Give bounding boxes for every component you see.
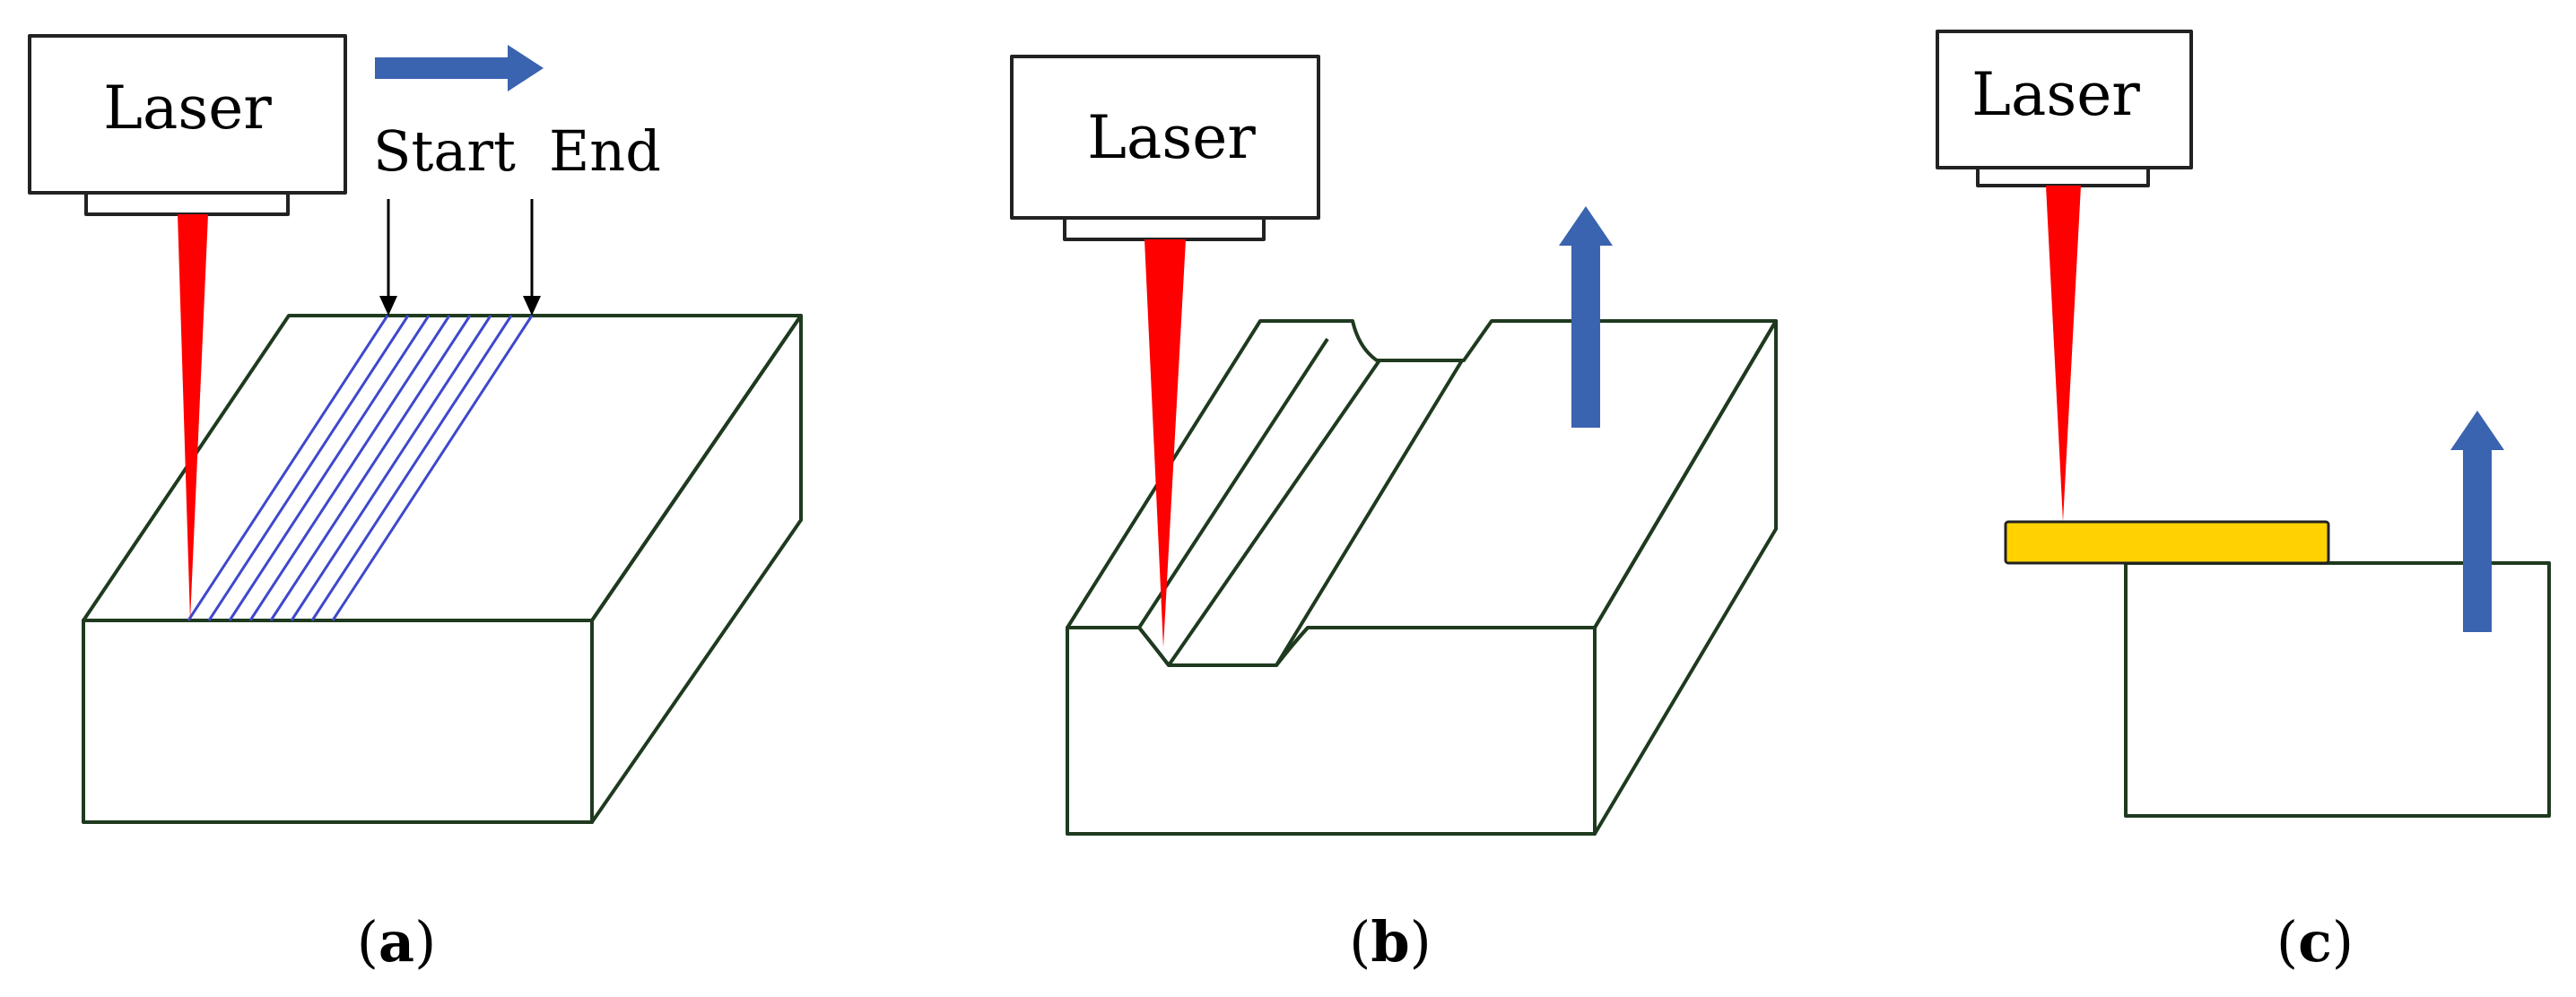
laser-beam-b xyxy=(1144,239,1186,647)
deposit-layer-c xyxy=(2004,520,2330,565)
block-front-face-a xyxy=(82,619,594,824)
laser-beam-a xyxy=(178,214,208,620)
laser-label-a: Laser xyxy=(103,74,272,143)
panel-c xyxy=(1936,30,2551,818)
laser-beam-c xyxy=(2046,186,2081,522)
blue-arrow-icon xyxy=(1559,206,1613,428)
caption-a: (a) xyxy=(357,909,437,975)
panel-b xyxy=(1010,55,1778,836)
laser-nozzle-b xyxy=(1063,216,1266,241)
caption-b: (b) xyxy=(1349,909,1432,975)
caption-c: (c) xyxy=(2276,909,2354,975)
block-front-face-b xyxy=(1066,626,1597,836)
laser-label-b: Laser xyxy=(1087,103,1256,172)
start-label: Start xyxy=(373,118,516,184)
panel-a xyxy=(28,34,803,824)
laser-head-b xyxy=(1010,55,1320,220)
scan-lines xyxy=(187,315,534,621)
laser-nozzle-a xyxy=(84,191,290,216)
end-pointer-icon xyxy=(523,199,541,316)
block-side-face-b xyxy=(1593,319,1778,836)
laser-label-c: Laser xyxy=(1971,60,2140,129)
start-pointer-icon xyxy=(379,199,397,316)
laser-nozzle-c xyxy=(1976,166,2150,187)
end-label: End xyxy=(549,118,661,184)
blue-arrow-icon xyxy=(375,45,544,91)
blue-arrow-icon xyxy=(2450,411,2504,632)
laser-head-c xyxy=(1936,30,2193,169)
laser-head-a xyxy=(28,34,347,195)
block-side-face-a xyxy=(590,314,803,824)
